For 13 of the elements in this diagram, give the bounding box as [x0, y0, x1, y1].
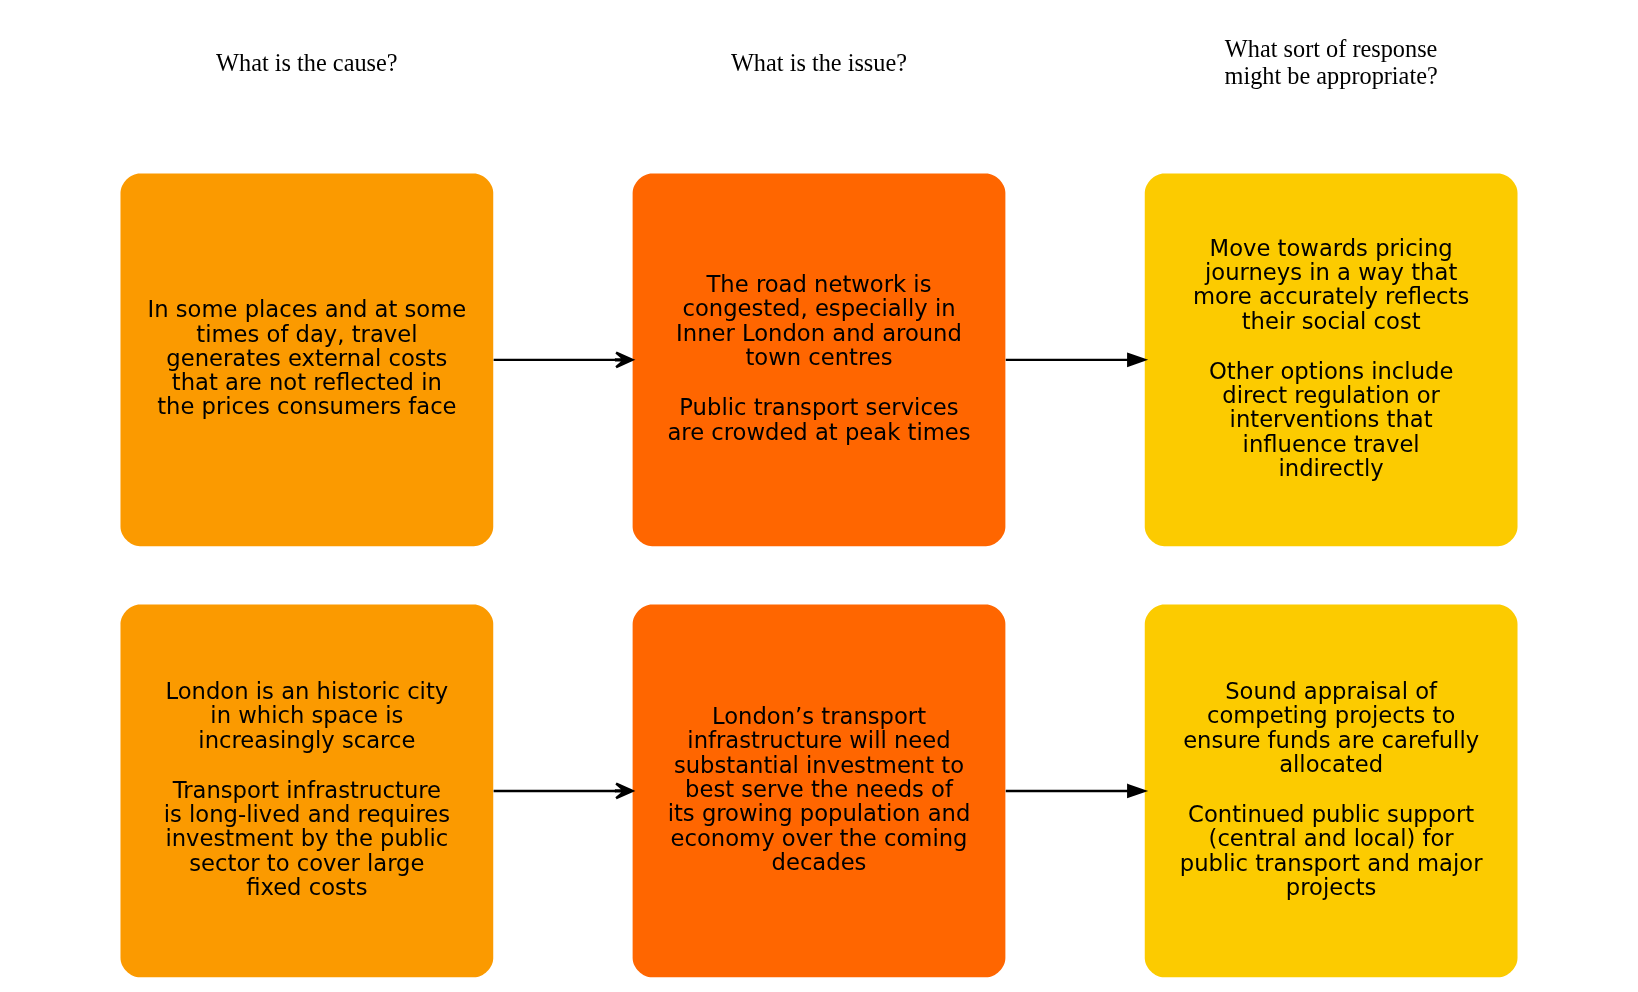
node-box: London is an historic city in which space is increasingly scarce Transport infrastructure is long-lived and requires investment by the public sector to cover large fixed costs [120, 604, 494, 978]
arrow [493, 351, 634, 369]
arrow [1005, 783, 1149, 799]
arrow [493, 782, 634, 800]
node-box: Sound appraisal of competing projects to ensure funds are carefully allocated Continued public support (central and local) for public transport and major projects [1144, 604, 1518, 978]
node-box: The road network is congested, especially in Inner London and around town centres Public transport services are crowded at peak times [632, 173, 1006, 547]
label: What sort of response might be appropriate? [1224, 34, 1438, 90]
arrow [1005, 352, 1149, 368]
node-box: London’s transport infrastructure will need substantial investment to best serve the needs of its growing population and economy over the coming decades [632, 604, 1006, 978]
label: What is the cause? [216, 48, 398, 76]
node-box: Move towards pricing journeys in a way that more accurately reflects their social cost Other options include direct regulation or interventions that influence travel indirectly [1144, 173, 1518, 547]
label: What is the issue? [730, 48, 908, 76]
node-box: In some places and at some times of day, travel generates external costs that are not reflected in the prices consumers face [120, 173, 494, 547]
